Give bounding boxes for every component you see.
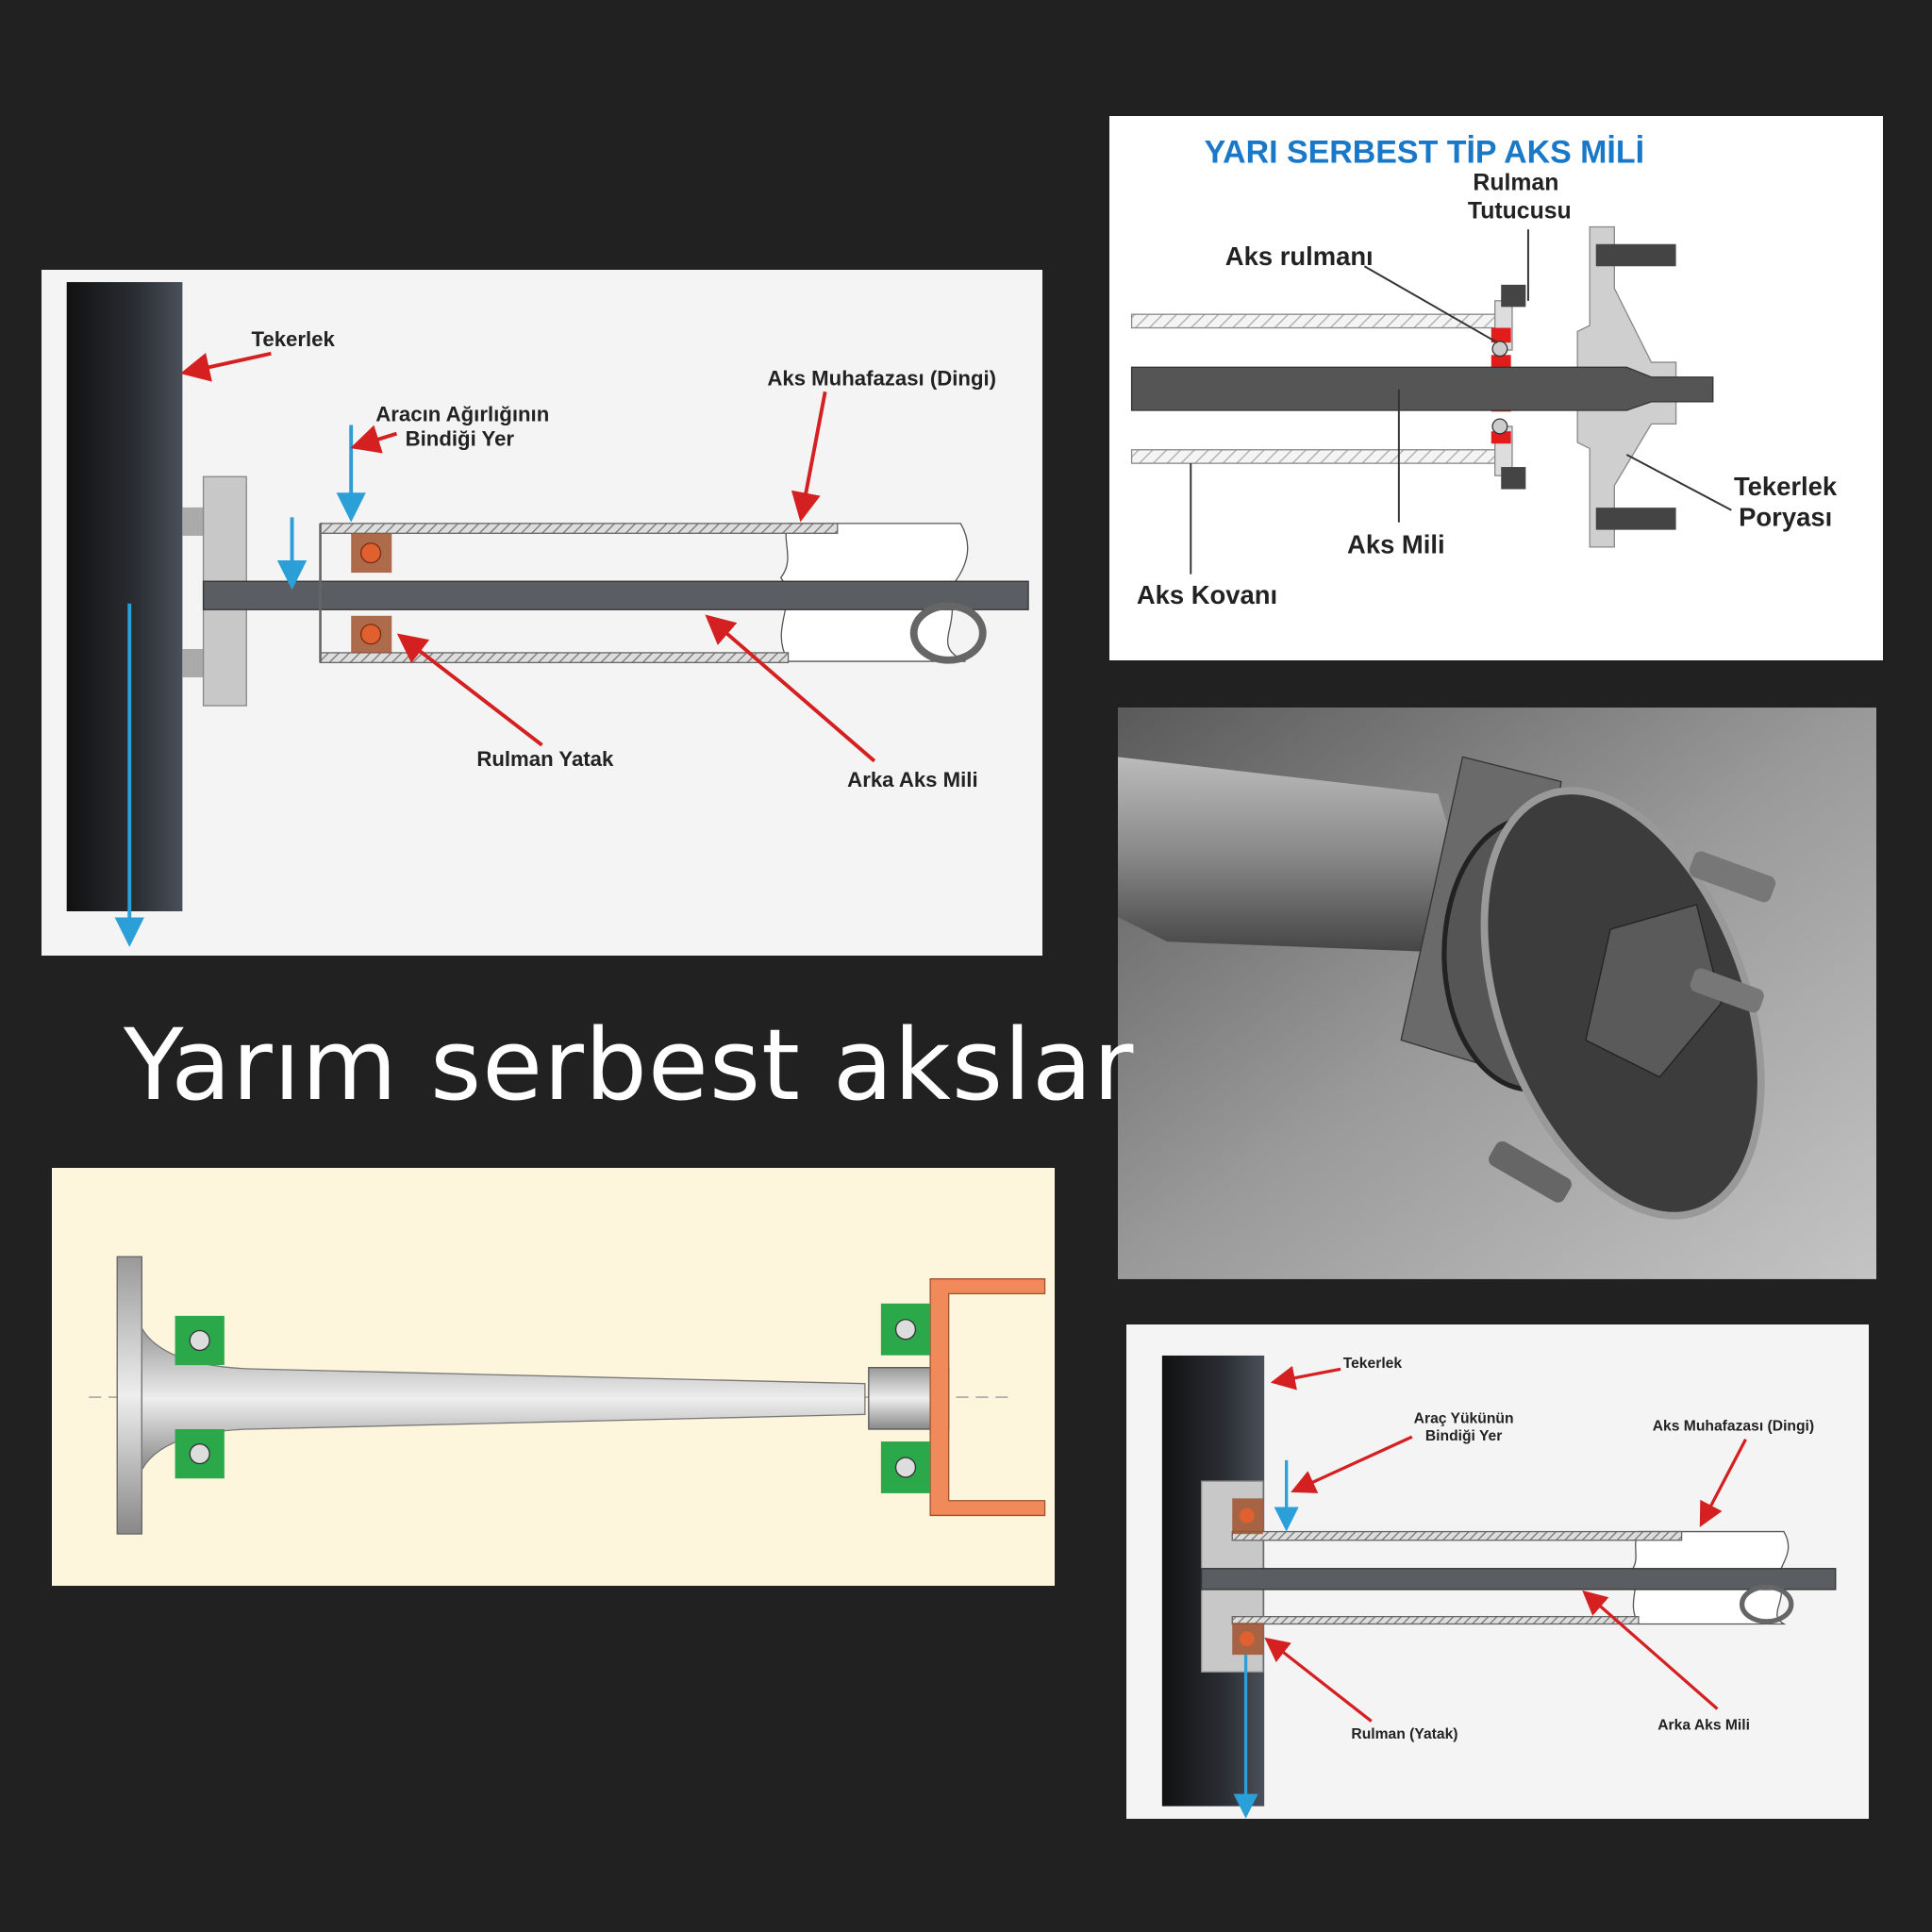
label-tekerlek: Tekerlek	[251, 327, 335, 351]
axle-diagram-4: Tekerlek Araç Yükünün Bindiği Yer Aks Mu…	[1161, 1355, 1837, 1819]
axle-diagram-2: YARI SERBEST TİP AKS MİLİ Rulman Tutucus…	[1130, 135, 1838, 609]
bearing	[880, 1303, 931, 1356]
bearing	[175, 1315, 225, 1366]
label-load-2: Bindiği Yer	[1425, 1428, 1503, 1444]
label-load-1: Aracın Ağırlığının	[375, 403, 549, 426]
axle-hub-photo	[1118, 708, 1876, 1279]
housing-bottom-wall	[319, 652, 790, 664]
housing-top-wall	[319, 523, 839, 534]
label-retainer-2: Tutucusu	[1468, 198, 1572, 224]
label-housing: Aks Muhafazası (Dingi)	[767, 367, 996, 391]
wheel-bolt	[1595, 508, 1676, 530]
label-retainer-1: Rulman	[1473, 170, 1558, 195]
label-housing: Aks Muhafazası (Dingi)	[1653, 1419, 1814, 1435]
label-hub-1: Tekerlek	[1734, 472, 1838, 501]
diagram-semi-floating-axle-2: YARI SERBEST TİP AKS MİLİ Rulman Tutucus…	[1109, 116, 1883, 660]
seal-red	[1491, 431, 1511, 444]
flange	[116, 1256, 142, 1535]
wheel-bolt	[1595, 243, 1676, 267]
label-axle-bearing: Aks rulmanı	[1225, 242, 1374, 271]
diagram-semi-floating-axle-1: Tekerlek Aracın Ağırlığının Bindiği Yer …	[42, 270, 1042, 956]
seal-red	[1491, 355, 1511, 368]
pipe-section	[909, 602, 987, 664]
axle-shaft	[1130, 366, 1714, 411]
bearing-ball	[1491, 341, 1508, 358]
diagram-semi-floating-axle-4: Tekerlek Araç Yükünün Bindiği Yer Aks Mu…	[1126, 1324, 1869, 1819]
housing-bottom-wall	[1231, 1615, 1640, 1625]
housing-top-wall	[1231, 1530, 1683, 1541]
bearing	[880, 1441, 931, 1493]
label-tekerlek: Tekerlek	[1343, 1356, 1403, 1372]
axle-photo	[1118, 708, 1876, 1279]
label-bearing: Rulman Yatak	[476, 747, 614, 771]
axle-shaft	[202, 580, 1029, 610]
bearing	[175, 1429, 225, 1479]
axle-tube-top	[1130, 313, 1498, 329]
label-load-2: Bindiği Yer	[406, 427, 515, 451]
diagram-axle-shaft-bearings	[52, 1168, 1055, 1586]
diagram-heading: YARI SERBEST TİP AKS MİLİ	[1205, 135, 1644, 171]
wheel	[66, 282, 183, 912]
housing	[929, 1278, 1046, 1517]
axle-shaft	[141, 1325, 866, 1471]
label-shaft: Arka Aks Mili	[1657, 1718, 1750, 1734]
label-shaft: Arka Aks Mili	[847, 768, 977, 791]
bolt	[1501, 284, 1526, 308]
axle-tube-bottom	[1130, 449, 1498, 464]
label-shaft: Aks Mili	[1347, 529, 1445, 558]
page-title: Yarım serbest akslar	[124, 1008, 1135, 1123]
bolt	[1501, 467, 1526, 490]
label-hub-2: Poryası	[1739, 503, 1832, 532]
label-tube: Aks Kovanı	[1137, 580, 1277, 609]
axle-shaft	[1200, 1568, 1837, 1591]
label-load-1: Araç Yükünün	[1414, 1411, 1514, 1427]
axle-diagram-3	[89, 1256, 1046, 1535]
axle-diagram-1: Tekerlek Aracın Ağırlığının Bindiği Yer …	[66, 282, 1029, 947]
label-bearing: Rulman (Yatak)	[1351, 1726, 1457, 1742]
stud	[182, 507, 204, 536]
stud	[182, 649, 204, 678]
seal-red	[1491, 327, 1511, 343]
bearing-ball	[1491, 418, 1508, 435]
